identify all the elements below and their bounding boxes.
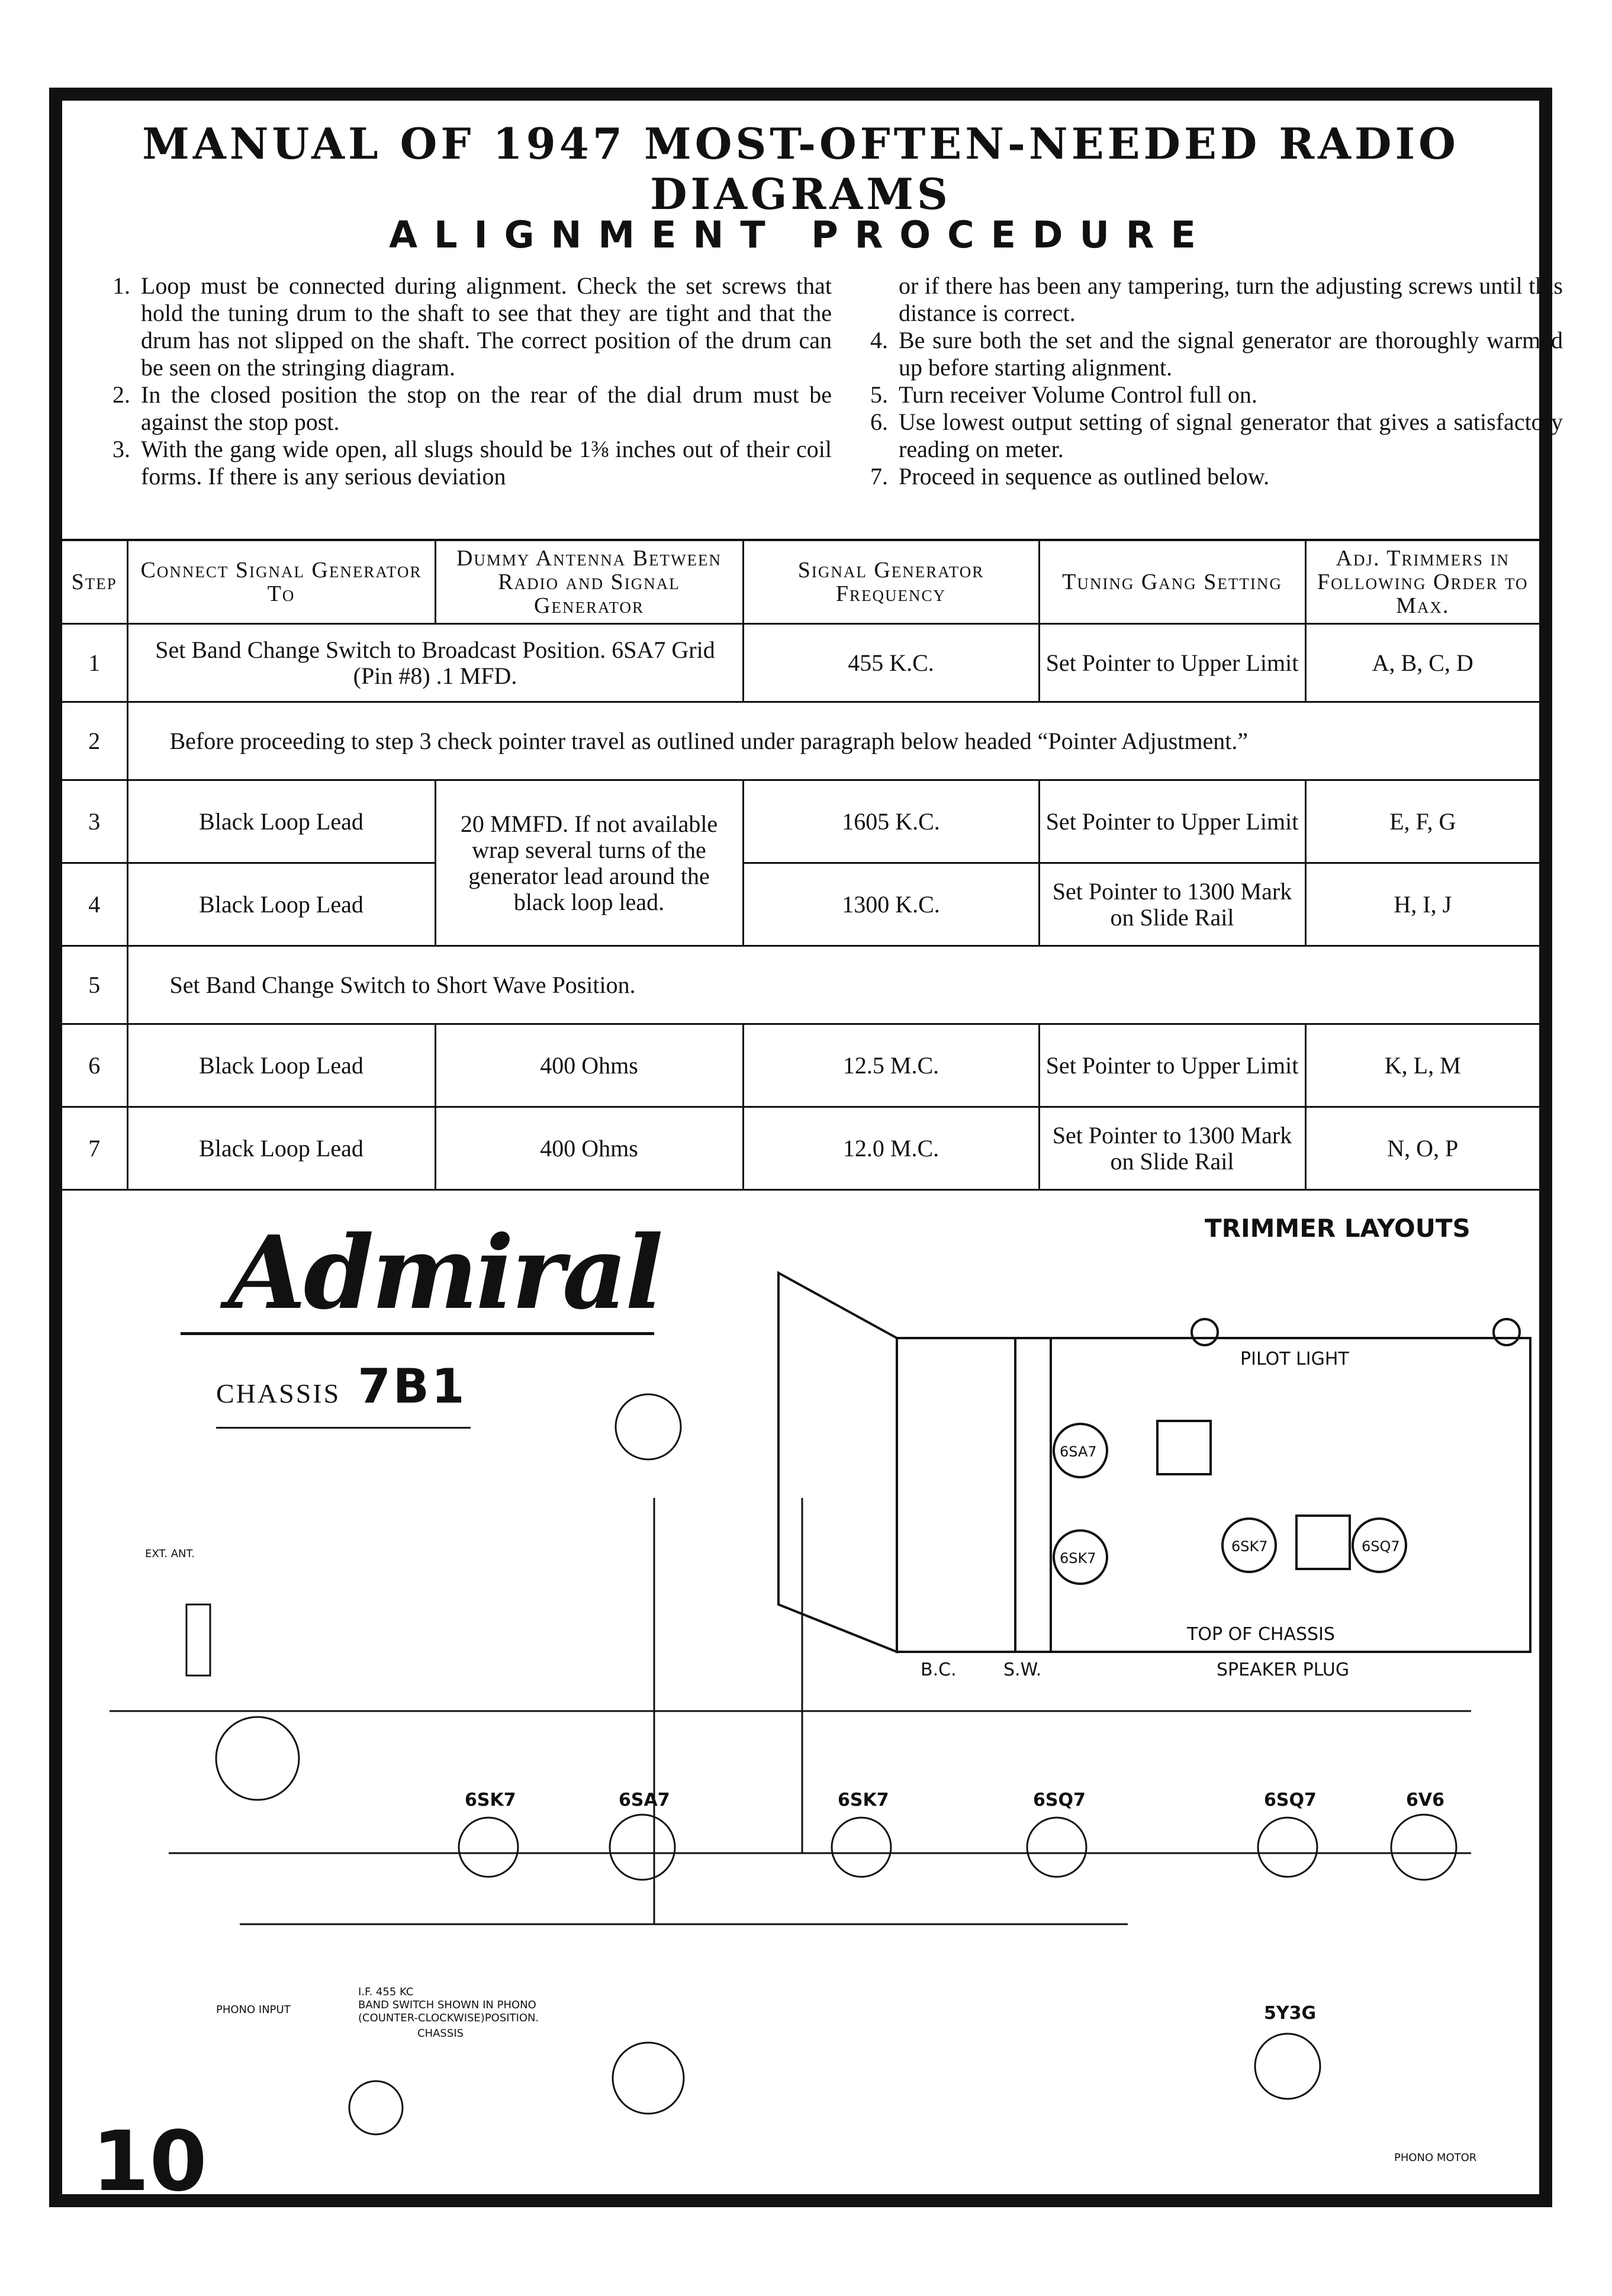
page-number: 10 xyxy=(92,2114,207,2210)
circuit-wiring xyxy=(110,1393,1471,2136)
svg-text:I.F. 455 KC: I.F. 455 KC xyxy=(358,1986,413,1998)
svg-text:6SK7: 6SK7 xyxy=(465,1790,516,1811)
chassis-number: 7B1 xyxy=(358,1359,467,1414)
tube-6sq7 xyxy=(1352,1517,1407,1573)
table-row: 4 Black Loop Lead 1300 K.C. Set Pointer … xyxy=(62,862,1539,947)
tube-6sk7-if xyxy=(831,1816,892,1878)
schematic-diagram: PILOT LIGHT TOP OF CHASSIS SPEAKER PLUG … xyxy=(110,1271,1531,2164)
tube-6sq7-amp xyxy=(1257,1816,1318,1878)
table-row: 5 Set Band Change Switch to Short Wave P… xyxy=(62,945,1539,1025)
band-selector xyxy=(348,2080,404,2136)
table-row: 6 Black Loop Lead 400 Ohms 12.5 M.C. Set… xyxy=(62,1023,1539,1108)
svg-text:EXT. ANT.: EXT. ANT. xyxy=(145,1548,195,1560)
speaker-plug-label: SPEAKER PLUG xyxy=(1217,1660,1349,1680)
col-header: Dummy Antenna Between Radio and Signal G… xyxy=(434,539,744,625)
table-header-row: Step Connect Signal Generator To Dummy A… xyxy=(62,539,1539,625)
section-title: ALIGNMENT PROCEDURE xyxy=(389,213,1212,256)
tube-6sk7-rf xyxy=(1053,1529,1108,1585)
procedure-item: 1.Loop must be connected during alignmen… xyxy=(112,272,832,381)
rectifier-tube xyxy=(1254,2033,1321,2100)
col-header: Step xyxy=(62,539,128,625)
procedure-item: 3.With the gang wide open, all slugs sho… xyxy=(112,436,832,490)
procedure-item: 5.Turn receiver Volume Control full on. xyxy=(870,381,1257,408)
col-header: Tuning Gang Setting xyxy=(1038,539,1307,625)
dial-panel xyxy=(777,1271,898,1654)
svg-text:CHASSIS: CHASSIS xyxy=(417,2027,464,2040)
svg-text:6V6: 6V6 xyxy=(1406,1790,1444,1811)
svg-text:6SQ7: 6SQ7 xyxy=(1264,1790,1317,1811)
procedure-item: 6.Use lowest output setting of signal ge… xyxy=(870,409,1563,462)
svg-text:(COUNTER-CLOCKWISE)POSITION.: (COUNTER-CLOCKWISE)POSITION. xyxy=(358,2012,539,2024)
tube-6sk7-if xyxy=(1221,1517,1277,1573)
procedure-item: or if there has been any tampering, turn… xyxy=(899,272,1563,326)
procedure-item: 7.Proceed in sequence as outlined below. xyxy=(870,463,1270,490)
trimmer-layouts-title: TRIMMER LAYOUTS xyxy=(1205,1214,1471,1243)
col-header: Connect Signal Generator To xyxy=(126,539,436,625)
table-row: 7 Black Loop Lead 400 Ohms 12.0 M.C. Set… xyxy=(62,1106,1539,1191)
col-header: Signal Generator Frequency xyxy=(742,539,1040,625)
svg-text:6SK7: 6SK7 xyxy=(1231,1538,1268,1555)
alignment-table: Step Connect Signal Generator To Dummy A… xyxy=(62,539,1539,1191)
svg-text:6SQ7: 6SQ7 xyxy=(1033,1790,1086,1811)
svg-text:PHONO INPUT: PHONO INPUT xyxy=(216,2004,291,2016)
osc-switch xyxy=(612,2041,685,2115)
tube-6sk7-rf-amp xyxy=(458,1816,519,1878)
svg-text:BAND SWITCH SHOWN IN PHONO: BAND SWITCH SHOWN IN PHONO xyxy=(358,1999,536,2011)
svg-text:6SA7: 6SA7 xyxy=(1060,1443,1097,1460)
tube-6sa7-conv xyxy=(609,1813,676,1881)
svg-text:6SK7: 6SK7 xyxy=(838,1790,889,1811)
procedure-left: 1.Loop must be connected during alignmen… xyxy=(98,272,832,490)
bc-label: B.C. xyxy=(921,1660,957,1680)
svg-text:6SK7: 6SK7 xyxy=(1060,1550,1096,1567)
col-header: Adj. Trimmers in Following Order to Max. xyxy=(1304,539,1539,625)
antenna-switch xyxy=(215,1716,300,1801)
divider xyxy=(216,1427,471,1429)
top-of-chassis-label: TOP OF CHASSIS xyxy=(1186,1624,1335,1645)
sw-label: S.W. xyxy=(1003,1660,1041,1680)
admiral-logo: Admiral xyxy=(228,1214,664,1332)
tube-6sa7 xyxy=(1053,1423,1108,1478)
chassis-label: CHASSIS 7B1 xyxy=(216,1359,467,1414)
pilot-light-label: PILOT LIGHT xyxy=(1240,1349,1349,1369)
trimmer-layout-panel xyxy=(777,1271,1531,1654)
table-row: 1 Set Band Change Switch to Broadcast Po… xyxy=(62,623,1539,703)
procedure-item: 2.In the closed position the stop on the… xyxy=(112,381,832,435)
divider xyxy=(181,1332,654,1335)
table-row: 2 Before proceeding to step 3 check poin… xyxy=(62,701,1539,781)
loop-antenna xyxy=(185,1603,211,1677)
procedure-item: 4.Be sure both the set and the signal ge… xyxy=(870,327,1563,381)
tube-6v6 xyxy=(1390,1813,1457,1881)
svg-text:5Y3G: 5Y3G xyxy=(1264,2003,1316,2024)
procedure-right: or if there has been any tampering, turn… xyxy=(855,272,1563,490)
svg-text:PHONO MOTOR: PHONO MOTOR xyxy=(1394,2152,1476,2164)
chassis-top xyxy=(896,1337,1531,1653)
page-header: MANUAL OF 1947 MOST-OFTEN-NEEDED RADIO D… xyxy=(142,118,1459,219)
tube-6sq7-det xyxy=(1026,1816,1087,1878)
page-frame: MANUAL OF 1947 MOST-OFTEN-NEEDED RADIO D… xyxy=(49,88,1563,2210)
svg-text:6SA7: 6SA7 xyxy=(619,1790,670,1811)
table-row: 3 Black Loop Lead 20 MMFD. If not availa… xyxy=(62,779,1539,947)
svg-text:6SQ7: 6SQ7 xyxy=(1362,1538,1400,1555)
rf-switch xyxy=(614,1393,682,1461)
